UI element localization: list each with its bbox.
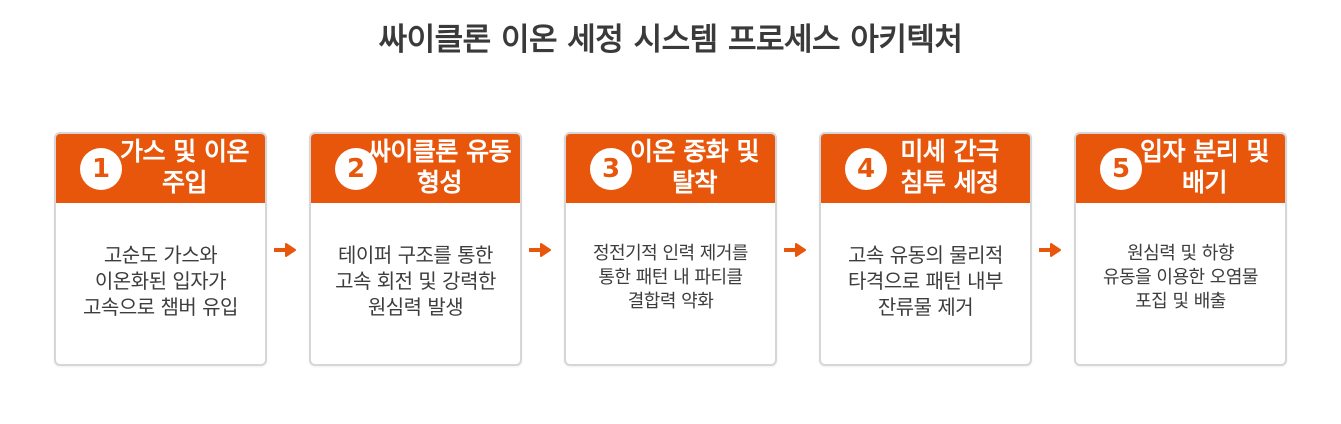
step-number-badge: 3 (590, 148, 632, 190)
step-description-line: 고속 회전 및 강력한 (335, 269, 496, 293)
step-header: 3 이온 중화 및 탈착 (566, 134, 775, 203)
step-title: 입자 분리 및 배기 (1126, 136, 1283, 198)
step-description-line: 결합력 약화 (627, 291, 714, 312)
step-description-line: 통한 패턴 내 파티클 (598, 267, 743, 288)
step-title-line: 가스 및 이온 (120, 137, 249, 166)
step-description-line: 고속으로 챔버 유입 (83, 295, 238, 319)
step-header: 1 가스 및 이온 주입 (56, 134, 265, 203)
step-number-badge: 2 (335, 148, 377, 190)
arrow-right-icon (1039, 243, 1061, 257)
step-title-line: 이온 중화 및 (630, 137, 759, 166)
step-description-line: 고순도 가스와 (103, 243, 218, 267)
arrow-right-icon (784, 243, 806, 257)
step-title-line: 탈착 (671, 168, 718, 197)
step-title-line: 배기 (1181, 168, 1228, 197)
step-description: 원심력 및 하향 유동을 이용한 오염물 포집 및 배출 (1082, 242, 1279, 314)
step-number-badge: 5 (1100, 148, 1142, 190)
step-header: 5 입자 분리 및 배기 (1076, 134, 1285, 203)
step-header: 4 미세 간극 침투 세정 (821, 134, 1030, 203)
arrow-right-icon (274, 243, 296, 257)
step-title: 미세 간극 침투 세정 (871, 136, 1028, 198)
step-description-line: 포집 및 배출 (1135, 291, 1226, 312)
step-description: 고순도 가스와 이온화된 입자가 고속으로 챔버 유입 (62, 242, 259, 320)
step-number-badge: 1 (80, 148, 122, 190)
process-step-5: 5 입자 분리 및 배기 원심력 및 하향 유동을 이용한 오염물 포집 및 배… (1074, 132, 1287, 366)
diagram-title: 싸이클론 이온 세정 시스템 프로세스 아키텍처 (378, 22, 963, 58)
step-description: 정전기적 인력 제거를 통한 패턴 내 파티클 결합력 약화 (572, 242, 769, 314)
step-title: 이온 중화 및 탈착 (616, 136, 773, 198)
step-description-line: 이온화된 입자가 (94, 269, 227, 293)
process-step-4: 4 미세 간극 침투 세정 고속 유동의 물리적 타격으로 패턴 내부 잔류물 … (819, 132, 1032, 366)
step-description-line: 고속 유동의 물리적 (848, 243, 1003, 267)
step-title-line: 주입 (161, 168, 208, 197)
process-step-2: 2 싸이클론 유동 형성 테이퍼 구조를 통한 고속 회전 및 강력한 원심력 … (309, 132, 522, 366)
step-description-line: 유동을 이용한 오염물 (1103, 267, 1258, 288)
step-description-line: 테이퍼 구조를 통한 (338, 243, 493, 267)
step-number-badge: 4 (845, 148, 887, 190)
step-header: 2 싸이클론 유동 형성 (311, 134, 520, 203)
step-title-line: 형성 (416, 168, 463, 197)
step-title-line: 입자 분리 및 (1140, 137, 1269, 166)
step-description-line: 잔류물 제거 (877, 295, 974, 319)
step-title-line: 미세 간극 (900, 137, 999, 166)
step-description: 고속 유동의 물리적 타격으로 패턴 내부 잔류물 제거 (827, 242, 1024, 320)
step-title: 가스 및 이온 주입 (106, 136, 263, 198)
step-title-line: 침투 세정 (900, 168, 999, 197)
step-title-line: 싸이클론 유동 (367, 137, 512, 166)
step-description-line: 타격으로 패턴 내부 (848, 269, 1003, 293)
process-step-3: 3 이온 중화 및 탈착 정전기적 인력 제거를 통한 패턴 내 파티클 결합력… (564, 132, 777, 366)
step-description-line: 원심력 및 하향 (1127, 243, 1234, 264)
step-description-line: 원심력 발생 (367, 295, 464, 319)
process-step-1: 1 가스 및 이온 주입 고순도 가스와 이온화된 입자가 고속으로 챔버 유입 (54, 132, 267, 366)
step-title: 싸이클론 유동 형성 (361, 136, 518, 198)
step-description-line: 정전기적 인력 제거를 (593, 243, 748, 264)
step-description: 테이퍼 구조를 통한 고속 회전 및 강력한 원심력 발생 (317, 242, 514, 320)
arrow-right-icon (529, 243, 551, 257)
